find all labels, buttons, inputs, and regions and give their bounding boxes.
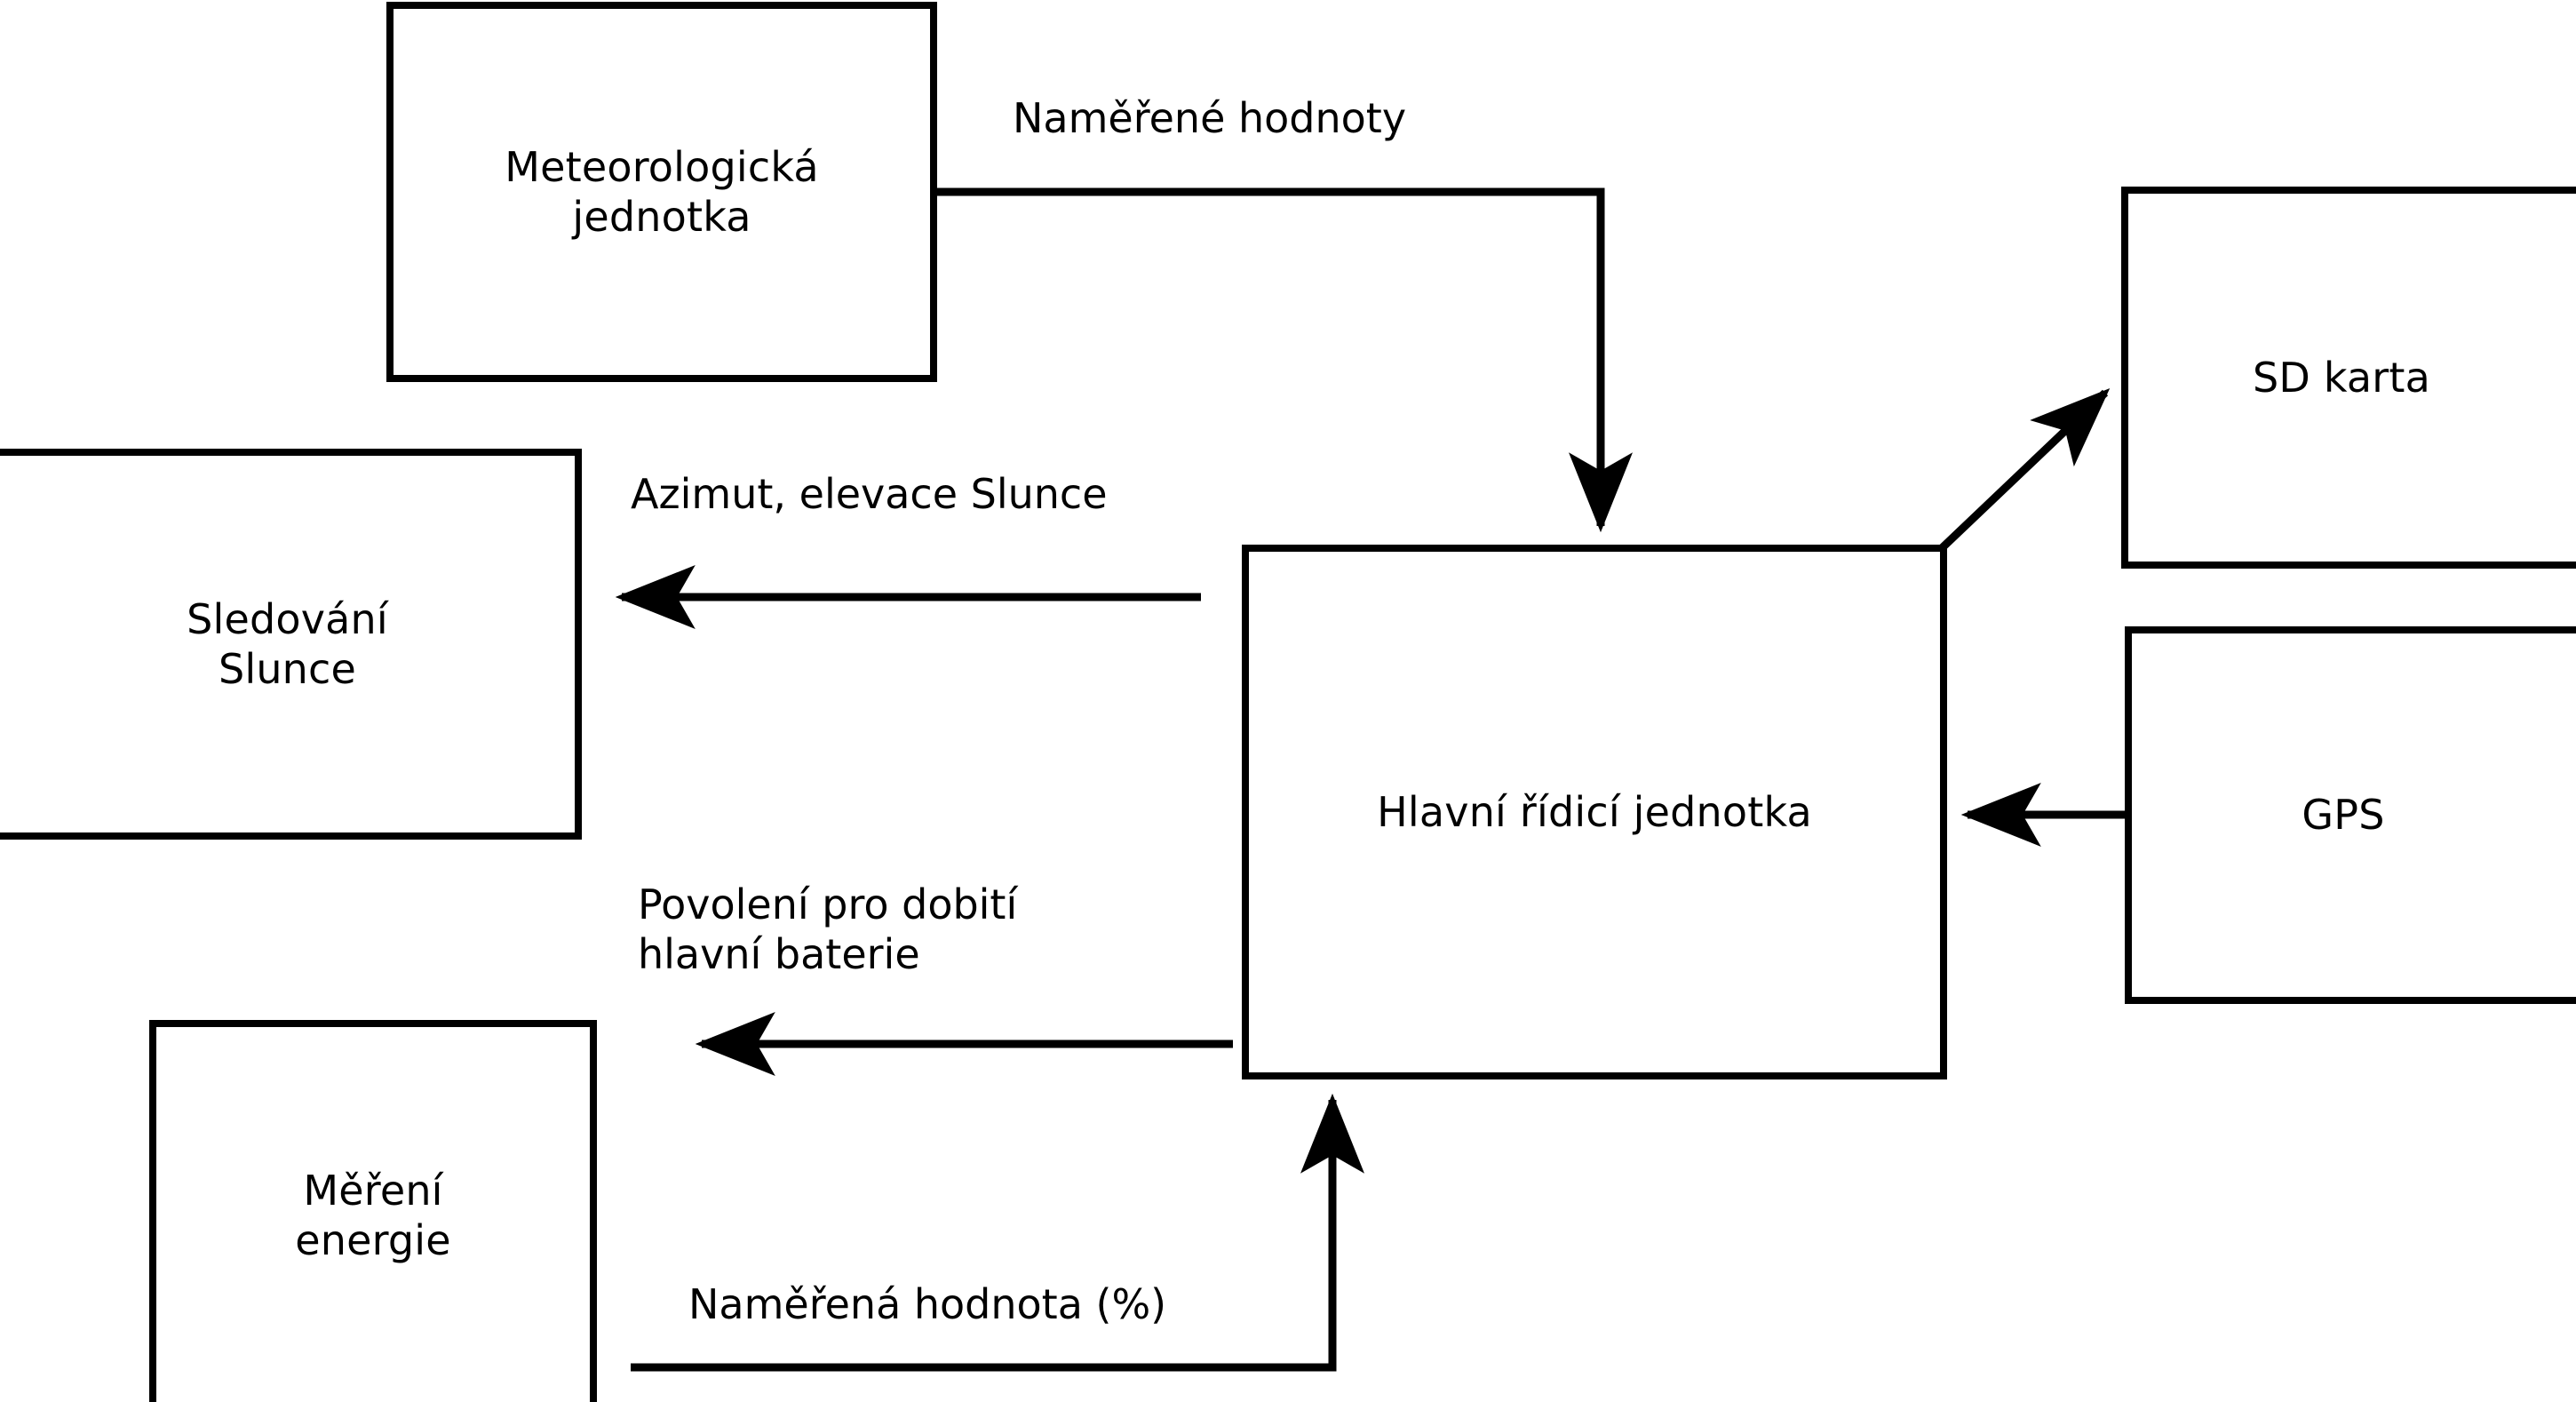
node-meteorologicka-jednotka[interactable]: Meteorologická jednotka: [386, 2, 937, 382]
node-gps[interactable]: GPS: [2125, 626, 2576, 1004]
edge-label-povoleni-pro-dobiti-hlavni-baterie: Povolení pro dobití hlavní baterie: [638, 880, 1018, 979]
node-sd-karta[interactable]: SD karta: [2121, 187, 2576, 569]
connector-energy-to-main: [631, 1093, 1364, 1372]
node-label: Sledování Slunce: [187, 594, 388, 693]
node-mereni-energie[interactable]: Měření energie: [149, 1020, 597, 1402]
connector-meteo-to-main: [937, 187, 1633, 533]
node-sledovani-slunce[interactable]: Sledování Slunce: [0, 449, 582, 840]
node-label: GPS: [2302, 791, 2385, 840]
edge-label-azimut-elevace-slunce: Azimut, elevace Slunce: [631, 470, 1108, 518]
node-label: Hlavní řídicí jednotka: [1377, 787, 1812, 836]
connector-main-to-sdcard: [1938, 388, 2111, 552]
edge-label-namerena-hodnota-procenta: Naměřená hodnota (%): [688, 1280, 1167, 1328]
node-hlavni-ridici-jednotka[interactable]: Hlavní řídicí jednotka: [1242, 545, 1947, 1079]
edge-label-namerene-hodnoty: Naměřené hodnoty: [1013, 94, 1407, 142]
node-label: SD karta: [2253, 353, 2430, 402]
node-label: Měření energie: [295, 1166, 451, 1264]
node-label: Meteorologická jednotka: [505, 142, 819, 241]
